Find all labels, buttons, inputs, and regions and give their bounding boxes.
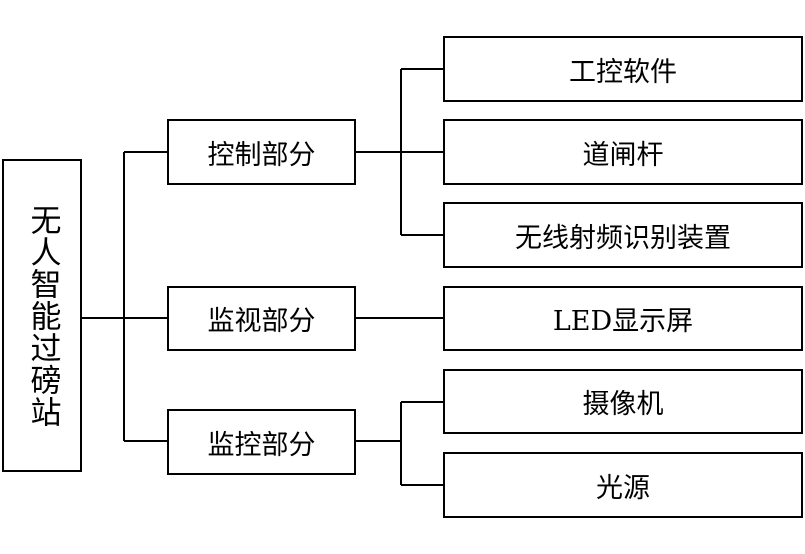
node-barrier: 道闸杆 [443, 119, 803, 185]
node-led: LED显示屏 [443, 286, 803, 351]
node-camera-label: 摄像机 [582, 389, 664, 420]
node-camera: 摄像机 [443, 369, 803, 434]
node-software: 工控软件 [443, 36, 803, 102]
node-light-label: 光源 [596, 472, 650, 504]
node-led-label: LED显示屏 [552, 306, 694, 337]
node-rfid: 无线射频识别装置 [443, 202, 803, 268]
node-control: 控制部分 [167, 119, 356, 185]
node-surveillance: 监控部分 [167, 409, 356, 475]
node-barrier-label: 道闸杆 [582, 139, 664, 171]
node-surveillance-label: 监控部分 [207, 429, 316, 461]
node-software-label: 工控软件 [569, 56, 677, 88]
node-light: 光源 [443, 452, 803, 518]
node-monitor-view: 监视部分 [167, 286, 356, 351]
node-rfid-label: 无线射频识别装置 [515, 222, 731, 254]
root-node: 无人智能过磅站 [2, 159, 82, 472]
node-monitor-view-label: 监视部分 [207, 306, 316, 337]
node-control-label: 控制部分 [207, 139, 316, 171]
root-label: 无人智能过磅站 [24, 203, 61, 428]
